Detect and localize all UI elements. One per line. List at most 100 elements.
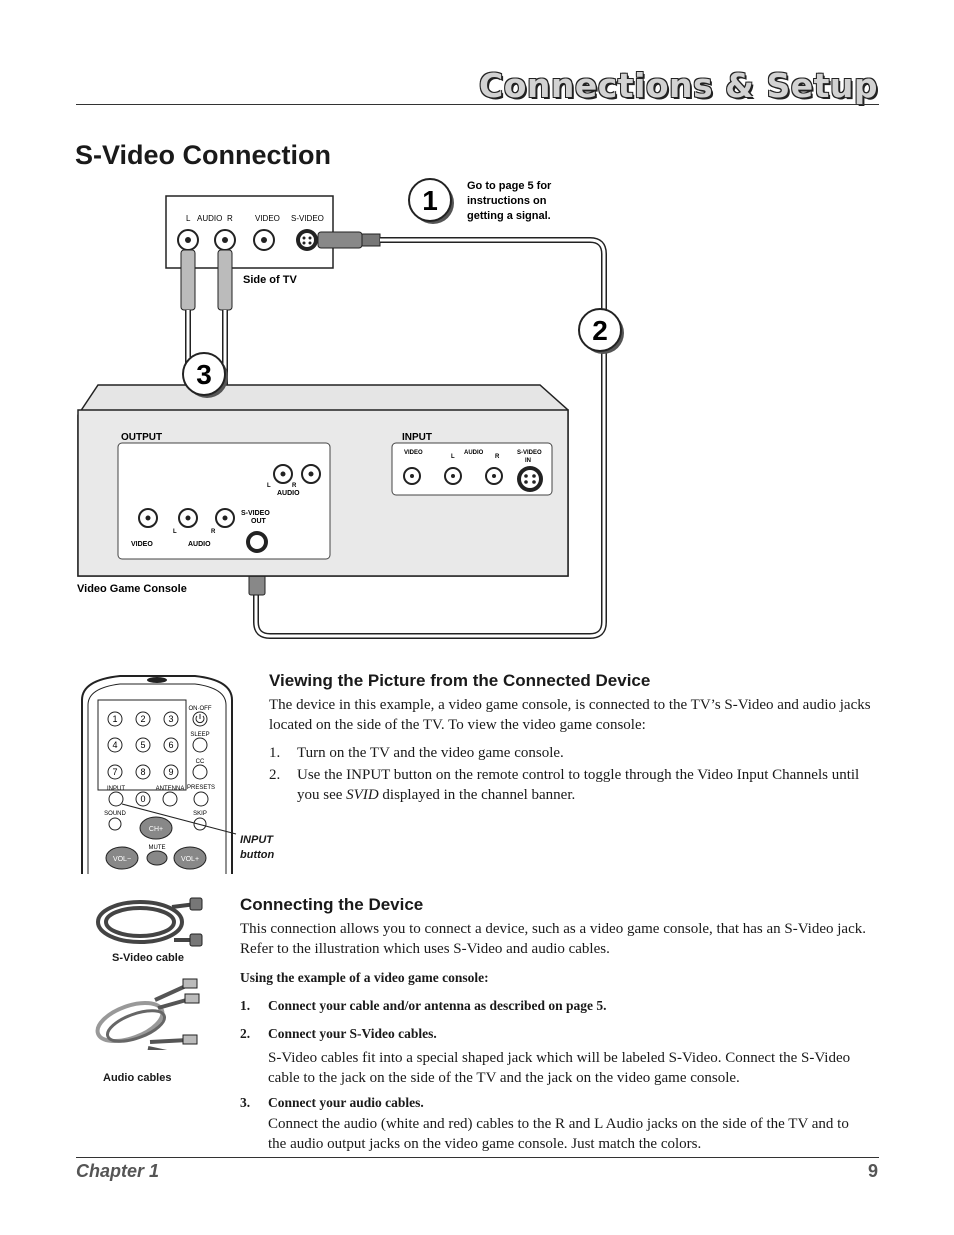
remote-vol-minus-button (105, 846, 139, 870)
remote-key-5: 5 (135, 737, 151, 753)
input-button-callout: INPUT button (240, 833, 274, 863)
remote-presets-button (193, 791, 209, 807)
viewing-step-2-body: Use the INPUT button on the remote contr… (297, 765, 874, 805)
input-callout-line-2: button (240, 849, 275, 861)
console-in-audio-r-jack (485, 467, 503, 485)
remote-key-9: 9 (163, 764, 179, 780)
step-2-number: 2 (592, 315, 608, 346)
tv-video-label: VIDEO (255, 214, 280, 223)
console-in-video-label: VIDEO (404, 450, 423, 456)
console-out-video-jack (138, 508, 158, 528)
connecting-step-1-title: Connect your cable and/or antenna as des… (268, 998, 607, 1013)
step-1-note-line-3: getting a signal. (467, 210, 551, 222)
viewing-step-1: 1. Turn on the TV and the video game cons… (269, 743, 874, 763)
viewing-step-1-num: 1. (269, 745, 281, 761)
remote-key-8: 8 (135, 764, 151, 780)
page-header-title: Connections & Setup (478, 66, 878, 105)
footer-page-number: 9 (867, 1161, 878, 1181)
console-out-audio-top-r-jack (301, 464, 321, 484)
connecting-heading: Connecting the Device (240, 895, 424, 914)
tv-svideo-label: S-VIDEO (291, 214, 324, 223)
connecting-step-3-body: Connect the audio (white and red) cables… (268, 1116, 849, 1152)
tv-side-caption: Side of TV (243, 274, 297, 286)
tv-jack-svideo (296, 229, 318, 251)
remote-sleep-label: SLEEP (190, 732, 209, 738)
connecting-step-2-title: Connect your S-Video cables. (268, 1026, 437, 1041)
remote-ch-plus-button (139, 816, 173, 840)
step-1-note-line-1: Go to page 5 for (467, 180, 552, 192)
viewing-heading: Viewing the Picture from the Connected D… (269, 671, 651, 690)
remote-key-4: 4 (107, 737, 123, 753)
video-game-console (77, 384, 569, 577)
console-output-label: OUTPUT (121, 432, 162, 443)
remote-antenna-button (162, 791, 178, 807)
remote-input-label: INPUT (107, 786, 125, 792)
remote-key-3: 3 (163, 711, 179, 727)
connecting-step-2: 2. Connect your S-Video cables. (240, 1024, 870, 1044)
remote-sound-label: SOUND (104, 811, 126, 817)
connecting-step-2-body: S-Video cables fit into a special shaped… (268, 1050, 851, 1086)
step-1-number: 1 (422, 185, 438, 216)
connecting-intro: This connection allows you to connect a … (240, 921, 866, 957)
viewing-step-1-text: Turn on the TV and the video game consol… (297, 745, 564, 761)
console-caption: Video Game Console (77, 583, 187, 595)
remote-ch-plus-label: CH+ (149, 826, 163, 833)
input-callout-line-1: INPUT (240, 834, 273, 846)
connecting-step-3-title: Connect your audio cables. (268, 1095, 424, 1110)
console-svideo-out-label-1: S-VIDEO (241, 510, 270, 517)
remote-key-7: 7 (107, 764, 123, 780)
remote-sound-button (108, 817, 122, 831)
console-out-top-l-label: L (267, 483, 271, 489)
footer-chapter: Chapter 1 (76, 1161, 160, 1181)
remote-vol-plus-button (173, 846, 207, 870)
console-svideo-out-label-2: OUT (251, 518, 267, 525)
remote-mute-button (146, 850, 168, 866)
step-2-badge: 2 (578, 308, 624, 354)
console-in-audio-l-jack (444, 467, 462, 485)
console-in-video-jack (403, 467, 421, 485)
step-1-note-line-2: instructions on (467, 195, 547, 207)
remote-cc-button (192, 764, 208, 780)
console-svideo-out-jack (246, 531, 268, 553)
connecting-step-2-num: 2. (240, 1026, 251, 1041)
svideo-cable-caption: S-Video cable (112, 952, 184, 964)
connecting-example-label: Using the example of a video game consol… (240, 970, 489, 985)
console-out-r-label: R (211, 529, 216, 535)
remote-key-0: 0 (135, 791, 151, 807)
remote-key-6: 6 (163, 737, 179, 753)
svg-text:1: 1 (112, 714, 117, 724)
console-in-r-label: R (495, 454, 500, 460)
console-in-svideo-label-2: IN (525, 458, 531, 464)
svg-text:5: 5 (140, 740, 145, 750)
connecting-step-3-num: 3. (240, 1095, 251, 1110)
console-out-audio-top-label: AUDIO (277, 490, 300, 497)
audio-cables-image (95, 978, 200, 1050)
viewing-step-2-text-b: displayed in the channel banner. (378, 787, 576, 803)
remote-skip-label: SKIP (193, 811, 207, 817)
svg-text:3: 3 (168, 714, 173, 724)
svideo-cable-image (96, 897, 203, 947)
footer-rule (76, 1157, 879, 1158)
console-out-l-label: L (173, 529, 177, 535)
viewing-intro: The device in this example, a video game… (269, 697, 871, 733)
console-out-audio-l-jack (178, 508, 198, 528)
cables-illustration (95, 897, 203, 1050)
viewing-step-2-emph: SVID (346, 787, 379, 803)
console-svideo-in-jack (517, 466, 543, 492)
remote-cc-label: CC (196, 759, 205, 765)
svg-text:9: 9 (168, 767, 173, 777)
connecting-step-3: 3. Connect your audio cables. (240, 1093, 870, 1113)
svg-text:2: 2 (140, 714, 145, 724)
console-out-video-label: VIDEO (131, 541, 153, 548)
remote-key-1: 1 (107, 711, 123, 727)
console-out-audio-label: AUDIO (188, 541, 211, 548)
viewing-step-2-num: 2. (269, 767, 281, 783)
console-input-label: INPUT (402, 432, 432, 443)
step-3-number: 3 (196, 359, 212, 390)
remote-sleep-button (192, 737, 208, 753)
connecting-step-1-num: 1. (240, 998, 251, 1013)
svideo-connection-diagram: L AUDIO R VIDEO S-VIDEO Side of TV OUTPU… (77, 178, 624, 639)
power-icon (192, 711, 208, 727)
step-1-badge: 1 (408, 178, 454, 224)
connecting-step-1: 1. Connect your cable and/or antenna as d… (240, 996, 870, 1016)
